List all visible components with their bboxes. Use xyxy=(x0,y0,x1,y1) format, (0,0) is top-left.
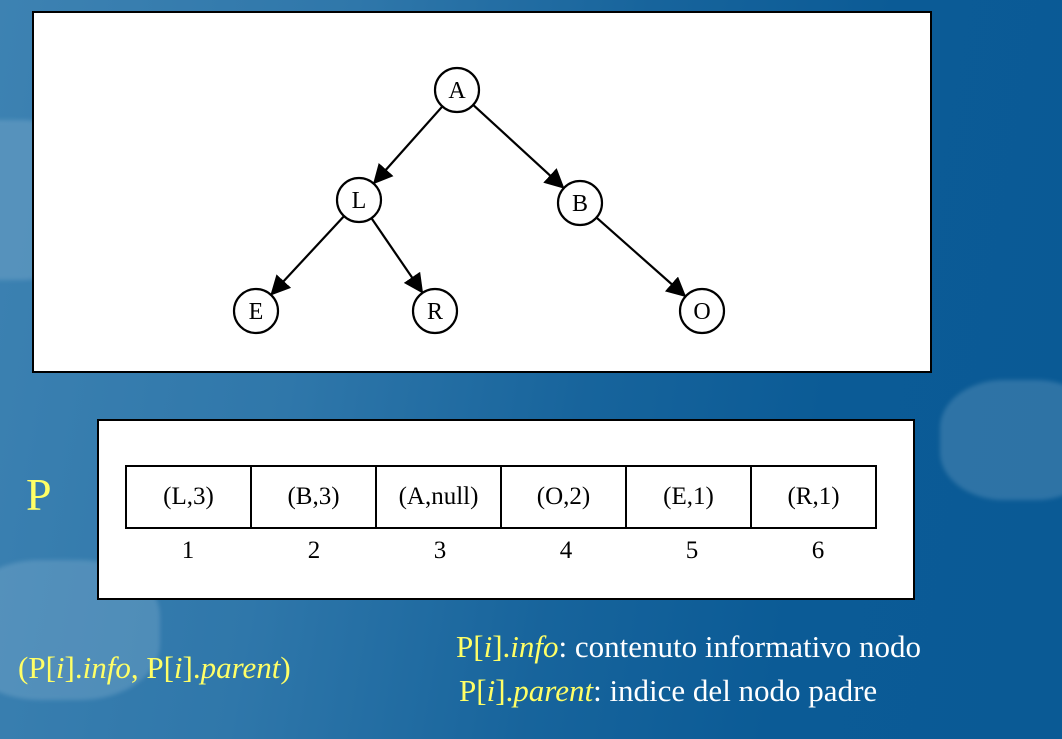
array-index: 1 xyxy=(181,537,195,564)
legend-text: P[ xyxy=(456,629,484,664)
parent-array-table: (L,3) (B,3) (A,null) (O,2) (E,1) (R,1) xyxy=(125,465,877,529)
array-panel: (L,3) (B,3) (A,null) (O,2) (E,1) (R,1) 1… xyxy=(97,419,915,600)
tree-node-A: A xyxy=(433,66,481,114)
tree-node-circle xyxy=(678,287,726,335)
tree-node-circle xyxy=(335,176,383,224)
array-cell: (E,1) xyxy=(625,465,752,529)
array-name: P xyxy=(26,469,52,520)
tree-edge-B-O xyxy=(595,216,687,298)
tree-node-label: E xyxy=(249,299,264,325)
tree-edge-L-R xyxy=(370,217,424,294)
array-cell: (A,null) xyxy=(375,465,502,529)
array-index: 5 xyxy=(685,537,699,564)
tree-node-label: A xyxy=(448,78,466,104)
tree-node-label: B xyxy=(572,191,588,217)
legend-parent-line: P[i].parent: indice del nodo padre xyxy=(456,669,921,713)
tree-node-R: R xyxy=(411,287,459,335)
notation-text: , P[ xyxy=(130,650,174,685)
tree-node-O: O xyxy=(678,287,726,335)
array-cell: (B,3) xyxy=(250,465,377,529)
tree-diagram-panel: A L B E R O xyxy=(32,11,932,373)
notation-text: info xyxy=(82,650,131,685)
notation-text: i xyxy=(173,650,183,685)
tree-node-label: R xyxy=(427,299,443,325)
notation-text: i xyxy=(55,650,65,685)
legend-info-line: P[i].info: contenuto informativo nodo xyxy=(456,625,921,669)
background-shape xyxy=(940,380,1062,500)
legend-text: i xyxy=(483,629,493,664)
tree-node-circle xyxy=(411,287,459,335)
field-legend: P[i].info: contenuto informativo nodo P[… xyxy=(456,625,921,713)
legend-text: info xyxy=(510,629,559,664)
legend-text: parent xyxy=(513,673,594,708)
tree-node-circle xyxy=(556,179,604,227)
notation-text: ]. xyxy=(182,650,201,685)
array-index: 3 xyxy=(433,537,447,564)
tree-node-B: B xyxy=(556,179,604,227)
notation-text: ]. xyxy=(64,650,83,685)
array-cell: (R,1) xyxy=(750,465,877,529)
notation-text: (P[ xyxy=(18,650,56,685)
tree-node-L: L xyxy=(335,176,383,224)
legend-text: i xyxy=(486,673,496,708)
notation-text: parent xyxy=(200,650,281,685)
legend-text: : indice del nodo padre xyxy=(593,673,878,708)
tree-edge-A-B xyxy=(472,104,565,189)
tree-node-E: E xyxy=(232,287,280,335)
tree-edge-L-E xyxy=(270,215,345,296)
tree-node-circle xyxy=(232,287,280,335)
legend-text: : contenuto informativo nodo xyxy=(558,629,921,664)
array-cell: (O,2) xyxy=(500,465,627,529)
tree-node-label: O xyxy=(693,299,710,325)
tree-node-circle xyxy=(433,66,481,114)
tree-diagram: A L B E R O xyxy=(232,66,726,335)
array-cell: (L,3) xyxy=(125,465,252,529)
pair-notation: (P[i].info, P[i].parent) xyxy=(18,650,291,686)
array-index: 2 xyxy=(307,537,321,564)
legend-text: ]. xyxy=(495,673,514,708)
notation-text: ) xyxy=(280,650,291,685)
array-index: 6 xyxy=(811,537,825,564)
legend-text: P[ xyxy=(459,673,487,708)
array-index-row: 1 2 3 4 5 6 xyxy=(125,537,881,565)
tree-edge-A-L xyxy=(372,105,444,185)
legend-text: ]. xyxy=(492,629,511,664)
array-index: 4 xyxy=(559,537,573,564)
tree-node-label: L xyxy=(352,188,367,214)
